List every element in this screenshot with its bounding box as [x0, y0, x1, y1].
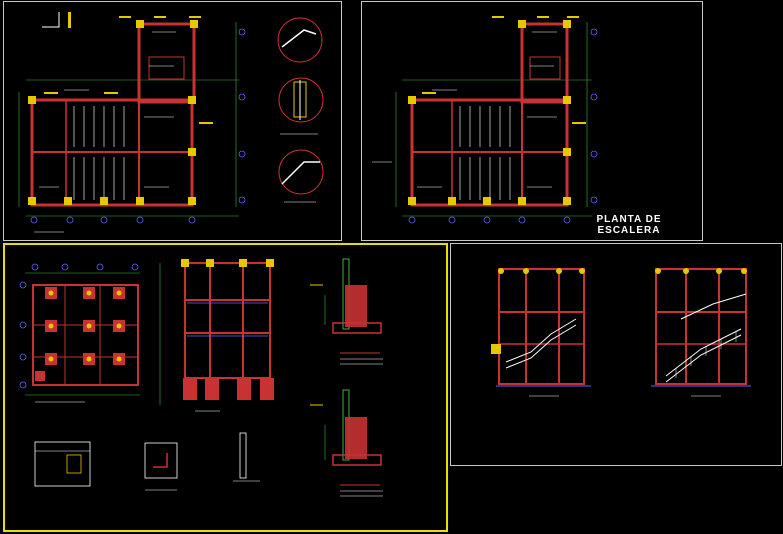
floor-plan-drawing: [18, 12, 324, 233]
drawing-sheet-4[interactable]: [450, 243, 782, 466]
stair-elevations-drawing: [491, 268, 751, 397]
drawing-sheet-1[interactable]: [3, 1, 342, 241]
structural-details-drawing: [19, 258, 383, 497]
sheet-title-line-2: ESCALERA: [597, 225, 661, 236]
drawing-sheet-3[interactable]: [3, 243, 448, 532]
sheet-title: PLANTA DE ESCALERA: [584, 214, 674, 236]
sheet-title-line-1: PLANTA DE: [596, 214, 662, 225]
stair-plan-drawing: [372, 16, 598, 224]
drawing-sheet-2[interactable]: PLANTA DE ESCALERA: [361, 1, 703, 241]
